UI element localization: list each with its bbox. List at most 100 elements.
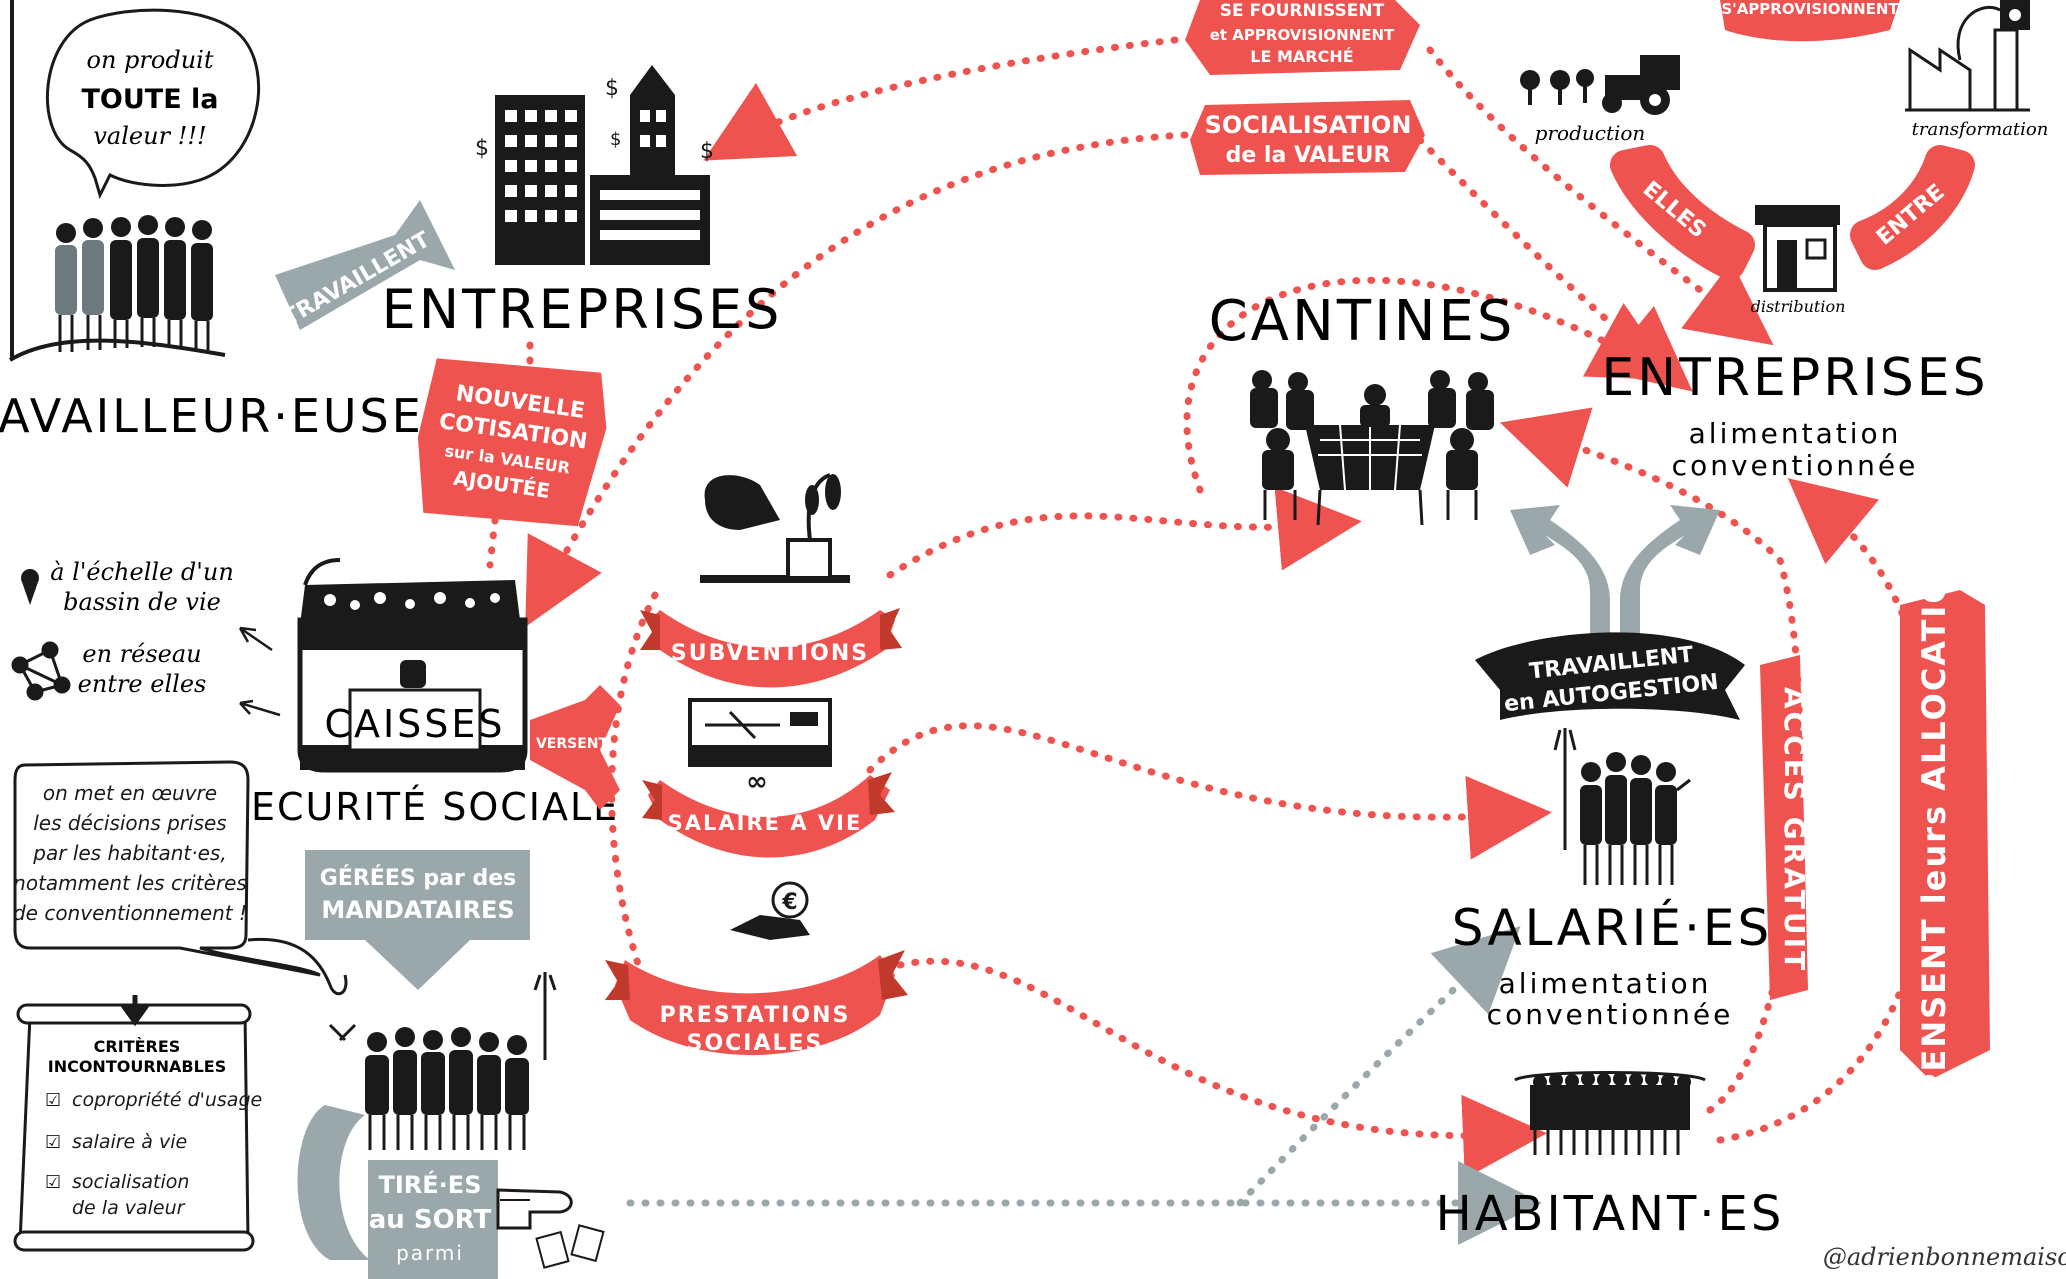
node-securite-sociale: SECURITÉ SOCIALE xyxy=(225,785,619,829)
fournissent-line1: SE FOURNISSENT xyxy=(1220,1,1385,21)
tires-line2: au SORT xyxy=(369,1205,492,1235)
bubble-line1: on produit xyxy=(87,46,214,74)
note-echelle-line2: bassin de vie xyxy=(63,588,221,616)
signature: @adrienbonnemaison xyxy=(1823,1243,2066,1271)
note-reseau-line2: entre elles xyxy=(78,670,207,698)
node-salaries: SALARIÉ·ES xyxy=(1452,898,1772,957)
versent-text: VERSENT xyxy=(536,736,609,752)
node-entreprises-conv-sub1: alimentation xyxy=(1689,417,1902,450)
note-arrow-reseau xyxy=(239,699,281,717)
acces-text: ACCÈS GRATUIT xyxy=(1778,687,1812,973)
euro-hand-icon: € xyxy=(730,881,810,940)
gerees-line1: GÉRÉES par des xyxy=(320,865,516,891)
svg-text:$: $ xyxy=(475,136,489,161)
approvisionnement-ribbon: S'APPROVISIONNENT xyxy=(1720,0,1900,42)
factory-icon xyxy=(1905,0,2030,112)
node-habitants: HABITANT·ES xyxy=(1436,1186,1785,1242)
flow-arrows xyxy=(486,36,1937,1245)
node-cantines: CANTINES xyxy=(1209,289,1516,354)
note-box-line5: de conventionnement ! xyxy=(13,901,247,925)
node-distribution: distribution xyxy=(1751,297,1846,316)
node-production: production xyxy=(1535,121,1646,145)
check-icon-2: ☑ xyxy=(45,1132,61,1153)
canteen-table-icon xyxy=(1250,370,1494,526)
scroll-item1: copropriété d'usage xyxy=(72,1089,262,1111)
cheque-icon: ∞ xyxy=(688,698,832,797)
label-versent: VERSENT xyxy=(530,685,620,810)
location-pin-icon xyxy=(21,569,39,605)
svg-text:$: $ xyxy=(610,129,621,150)
mandataires-group-icon xyxy=(328,972,557,1150)
tractor-icon xyxy=(1520,55,1680,115)
bubble-line2: TOUTE la xyxy=(81,84,218,115)
arrow-fournissent-to-entreprises xyxy=(703,36,1179,161)
note-box: on met en œuvre les décisions prises par… xyxy=(13,760,321,977)
svg-text:∞: ∞ xyxy=(746,767,768,797)
grey-split-arrow-icon xyxy=(1510,505,1720,660)
prestations-line1: PRESTATIONS xyxy=(660,1003,851,1028)
salaries-group-icon xyxy=(1553,728,1691,885)
node-entreprises-conv-sub2: conventionnée xyxy=(1672,449,1919,482)
scroll-item3: socialisation xyxy=(72,1171,189,1193)
depensent-text: DÉPENSENT leurs ALLOCATIONS xyxy=(1915,521,1953,1150)
label-nouvelle-cotisation: NOUVELLE COTISATION sur la VALEUR AJOUTÉ… xyxy=(417,358,607,527)
label-depensent-allocations: DÉPENSENT leurs ALLOCATIONS xyxy=(1900,521,1990,1150)
label-se-fournissent: SE FOURNISSENT et APPROVISIONNENT LE MAR… xyxy=(1185,0,1420,75)
arrow-socialisation-to-caisses xyxy=(525,131,1189,628)
speech-bubble: on produit TOUTE la valeur !!! xyxy=(45,8,261,200)
note-box-line3: par les habitant·es, xyxy=(32,841,226,865)
shop-icon xyxy=(1755,205,1840,292)
socialisation-line2: de la VALEUR xyxy=(1226,143,1391,168)
subventions-text: SUBVENTIONS xyxy=(671,641,869,666)
node-transformation: transformation xyxy=(1912,119,2049,140)
arrow-habitants-to-cantines xyxy=(1499,407,1804,1114)
note-box-line4: notamment les critères xyxy=(13,871,247,895)
ribbon-subventions: SUBVENTIONS xyxy=(640,608,902,688)
scroll-item4: de la valeur xyxy=(72,1197,186,1219)
criteria-scroll: CRITÈRES INCONTOURNABLES ☑ copropriété d… xyxy=(13,995,262,1252)
check-icon-1: ☑ xyxy=(45,1090,61,1111)
check-icon-3: ☑ xyxy=(45,1172,61,1193)
elles-entre-ribbons: ELLES ENTRE xyxy=(1610,145,1975,280)
ribbon-prestations-sociales: PRESTATIONS SOCIALES xyxy=(605,950,908,1056)
arrow-habitants-to-entreprises-conv xyxy=(1716,478,1937,1144)
label-acces-gratuit: ACCÈS GRATUIT xyxy=(1760,655,1812,1000)
node-entreprises: ENTREPRISES xyxy=(382,278,783,341)
socialisation-line1: SOCIALISATION xyxy=(1205,111,1412,139)
label-tires-au-sort: TIRÉ·ES au SORT parmi xyxy=(297,1105,498,1279)
arrow-caisses-to-ribbons xyxy=(608,591,659,974)
scroll-title2: INCONTOURNABLES xyxy=(48,1057,227,1076)
down-arrow-icon xyxy=(120,995,150,1027)
svg-text:€: € xyxy=(781,890,797,915)
node-entreprises-conv-title: ENTREPRISES xyxy=(1601,348,1988,408)
node-travailleurs: TRAVAILLEUR·EUSES xyxy=(0,389,456,443)
salaire-text: SALAIRE À VIE xyxy=(668,810,863,835)
caisses-chest-icon xyxy=(297,558,528,773)
network-icon xyxy=(11,641,71,701)
ribbon-salaire-a-vie: SALAIRE À VIE xyxy=(642,772,895,858)
note-echelle-line1: à l'échelle d'un xyxy=(50,558,234,586)
node-salaries-sub2: conventionnée xyxy=(1487,998,1734,1031)
note-box-line1: on met en œuvre xyxy=(43,781,217,805)
arrow-cantines-loop xyxy=(1183,276,1677,494)
bubble-line3: valeur !!! xyxy=(93,122,206,150)
note-box-line2: les décisions prises xyxy=(33,811,226,835)
pointing-hand-icon xyxy=(496,1188,605,1269)
gerees-line2: MANDATAIRES xyxy=(321,896,514,924)
watering-can-icon xyxy=(700,473,850,583)
arrow-fournissent-to-entreprises-conv xyxy=(1426,46,1774,346)
arrow-salaire-to-salaries xyxy=(866,722,1552,860)
tires-line3: parmi xyxy=(396,1241,464,1265)
label-socialisation: SOCIALISATION de la VALEUR xyxy=(1190,100,1425,175)
scroll-title1: CRITÈRES xyxy=(94,1037,181,1056)
scroll-item2: salaire à vie xyxy=(72,1131,187,1153)
approvisionnement-text: S'APPROVISIONNENT xyxy=(1721,0,1899,18)
note-tail xyxy=(247,937,348,996)
node-salaries-sub1: alimentation xyxy=(1499,967,1712,1000)
note-reseau-line1: en réseau xyxy=(82,640,201,668)
note-arrow-echelle xyxy=(238,626,273,652)
node-caisses: CAISSES xyxy=(324,702,505,746)
arrow-cotisation-to-caisses xyxy=(486,516,499,569)
svg-text:$: $ xyxy=(700,139,714,164)
